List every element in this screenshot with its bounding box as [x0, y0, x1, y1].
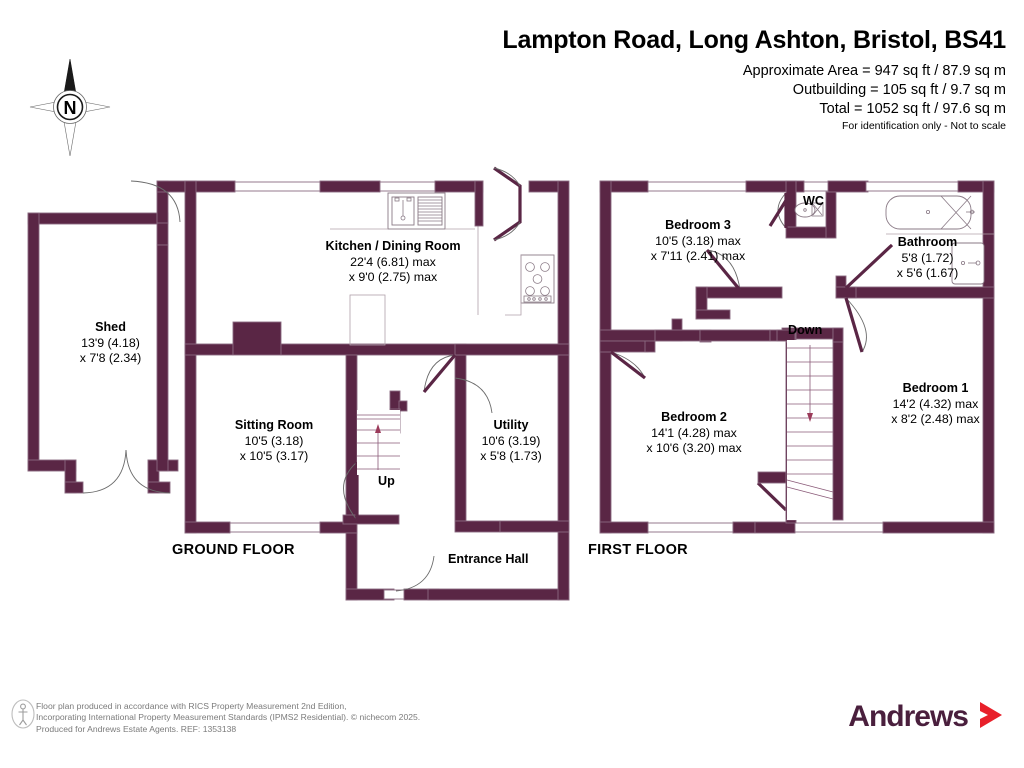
cooker-hob-fixture — [520, 254, 555, 304]
room-kitchen-dining-name: Kitchen / Dining Room — [325, 239, 461, 253]
room-bathroom-dim2: x 5'6 (1.67) — [896, 266, 959, 280]
room-shed-dim2: x 7'8 (2.34) — [79, 351, 142, 365]
outbuilding-area-line: Outbuilding = 105 sq ft / 9.7 sq m — [792, 82, 1006, 98]
room-sitting-dim2: x 10'5 (3.17) — [239, 449, 309, 463]
room-bedroom1: Bedroom 1 14'2 (4.32) max x 8'2 (2.48) m… — [848, 381, 1023, 428]
tag-entrance-hall: Entrance Hall — [448, 552, 529, 566]
page-title: Lampton Road, Long Ashton, Bristol, BS41 — [502, 26, 1006, 54]
room-bedroom2-dim2: x 10'6 (3.20) max — [646, 441, 742, 455]
room-bathroom: Bathroom 5'8 (1.72) x 5'6 (1.67) — [880, 235, 975, 282]
room-bedroom3-dim1: 10'5 (3.18) max — [655, 233, 741, 248]
room-bedroom3-dim2: x 7'11 (2.41) max — [650, 249, 746, 263]
utility-door — [454, 377, 493, 414]
ground-floor-plan — [27, 166, 570, 601]
wc-room — [785, 180, 837, 239]
tag-stairs-down: Down — [788, 323, 823, 337]
bedroom2-door — [756, 471, 797, 523]
room-utility-name: Utility — [493, 418, 529, 432]
tag-wc: WC — [803, 194, 824, 208]
area-summary: Approximate Area = 947 sq ft / 87.9 sq m… — [743, 62, 1006, 119]
room-bedroom2-name: Bedroom 2 — [661, 410, 727, 424]
room-bedroom3-name: Bedroom 3 — [665, 218, 731, 232]
footer-line-2: Incorporating International Property Mea… — [36, 712, 421, 723]
room-bedroom1-dim1: 14'2 (4.32) max — [892, 396, 979, 411]
compass-north-label: N — [64, 98, 77, 118]
room-bathroom-name: Bathroom — [897, 235, 958, 249]
first-floor-label: FIRST FLOOR — [588, 542, 688, 558]
room-shed-dim1: 13'9 (4.18) — [81, 335, 140, 350]
ff-top-wall-a — [599, 180, 649, 193]
room-bathroom-dim1: 5'8 (1.72) — [901, 250, 954, 265]
room-sitting: Sitting Room 10'5 (3.18) x 10'5 (3.17) — [199, 418, 349, 465]
bedroom1-door — [844, 297, 867, 353]
ground-floor-label: GROUND FLOOR — [172, 542, 295, 558]
room-bedroom1-dim2: x 8'2 (2.48) max — [891, 412, 980, 426]
approximate-area-line: Approximate Area = 947 sq ft / 87.9 sq m — [742, 63, 1006, 79]
room-shed-name: Shed — [95, 320, 126, 334]
chevron-right-icon — [974, 698, 1008, 737]
bedroom3-lower-door — [610, 350, 646, 380]
room-kitchen-dining: Kitchen / Dining Room 22'4 (6.81) max x … — [268, 239, 518, 286]
compass-rose: N — [28, 55, 112, 160]
staircase-down — [786, 340, 834, 520]
kitchen-hall-door — [422, 353, 457, 394]
landing-walls — [769, 327, 843, 524]
room-bedroom1-name: Bedroom 1 — [902, 381, 969, 395]
andrews-logo[interactable]: Andrews — [848, 698, 1008, 736]
room-sitting-name: Sitting Room — [234, 418, 314, 432]
room-sitting-dim1: 10'5 (3.18) — [244, 433, 304, 448]
room-kitchen-dining-dim2: x 9'0 (2.75) max — [348, 270, 438, 284]
room-utility: Utility 10'6 (3.19) x 5'8 (1.73) — [450, 418, 572, 465]
sitting-room-door — [343, 461, 359, 521]
bedroom3-walls — [599, 286, 783, 353]
kitchen-external-door — [474, 166, 522, 242]
andrews-logo-text: Andrews — [848, 700, 969, 733]
front-door — [395, 555, 435, 592]
footer-line-1: Floor plan produced in accordance with R… — [36, 701, 347, 711]
footer-text-block: Floor plan produced in accordance with R… — [36, 701, 420, 735]
room-kitchen-dining-dim1: 22'4 (6.81) max — [350, 254, 436, 269]
staircase-up — [357, 410, 400, 475]
disclaimer-text: For identification only - Not to scale — [842, 120, 1006, 132]
kitchen-sink-fixture — [387, 192, 446, 230]
room-bedroom2-dim1: 14'1 (4.28) max — [651, 425, 737, 440]
accessibility-person-icon — [10, 698, 36, 730]
room-shed: Shed 13'9 (4.18) x 7'8 (2.34) — [43, 320, 178, 367]
room-utility-dim2: x 5'8 (1.73) — [480, 449, 542, 463]
tag-stairs-up: Up — [378, 474, 395, 488]
room-bedroom3: Bedroom 3 10'5 (3.18) max x 7'11 (2.41) … — [610, 218, 786, 265]
footer-line-3: Produced for Andrews Estate Agents. REF:… — [36, 723, 237, 734]
room-bedroom2: Bedroom 2 14'1 (4.28) max x 10'6 (3.20) … — [610, 410, 778, 457]
total-area-line: Total = 1052 sq ft / 97.6 sq m — [819, 101, 1006, 117]
room-utility-dim1: 10'6 (3.19) — [481, 433, 541, 448]
